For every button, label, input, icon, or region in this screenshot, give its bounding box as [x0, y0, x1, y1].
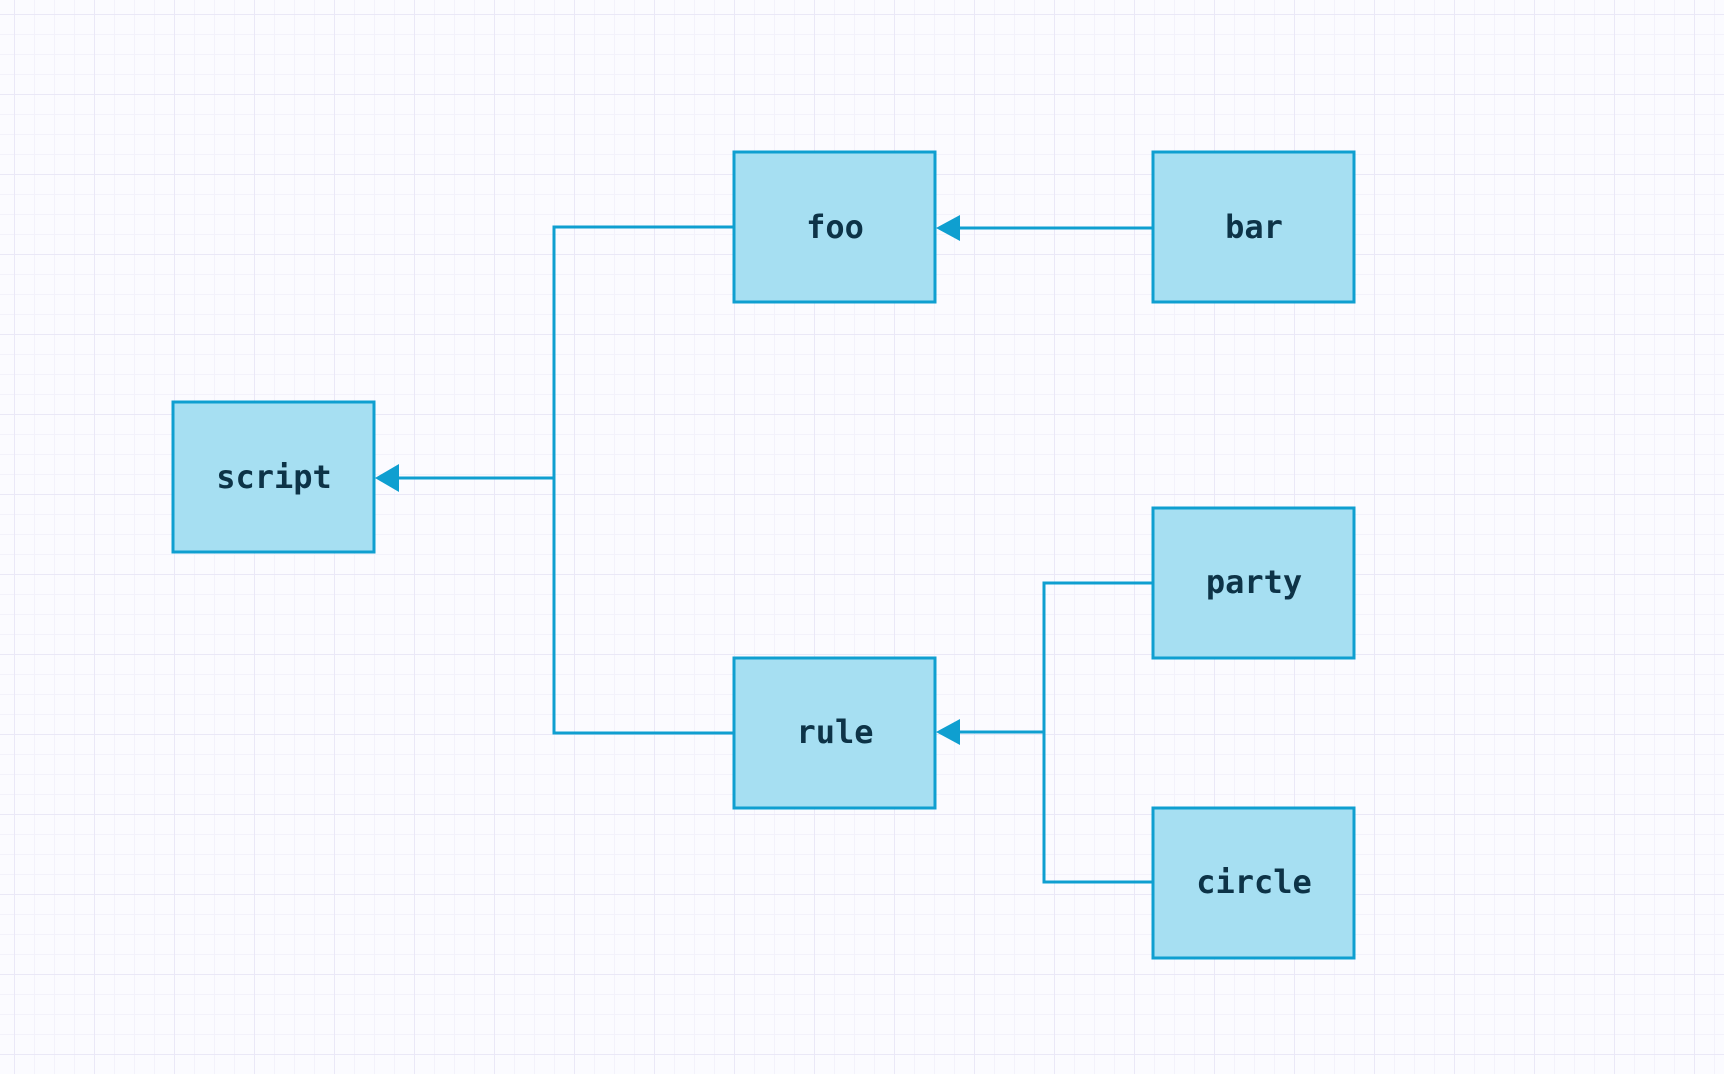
node-script[interactable]: script [171, 400, 376, 554]
node-circle[interactable]: circle [1151, 806, 1356, 960]
node-label: party [1206, 563, 1302, 601]
node-box [732, 150, 937, 304]
edges [375, 215, 1153, 884]
node-box [1151, 806, 1356, 960]
arrowhead-foo [936, 215, 960, 241]
node-rule[interactable]: rule [732, 656, 937, 810]
node-bar[interactable]: bar [1151, 150, 1356, 304]
arrowhead-script [375, 464, 399, 492]
arrowhead-rule [936, 719, 960, 745]
node-label: script [216, 458, 332, 496]
node-label: bar [1225, 208, 1283, 246]
node-party[interactable]: party [1151, 506, 1356, 660]
node-box [732, 656, 937, 810]
node-box [1151, 506, 1356, 660]
node-foo[interactable]: foo [732, 150, 937, 304]
node-label: circle [1196, 863, 1312, 901]
node-box [1151, 150, 1356, 304]
edge-party-to-rule [958, 581, 1153, 734]
node-label: foo [806, 208, 864, 246]
node-box [171, 400, 376, 554]
edge-circle-to-rule [1042, 732, 1153, 884]
node-label: rule [796, 713, 873, 751]
edge-rule-to-script [552, 478, 734, 735]
edge-foo-to-script [398, 225, 734, 480]
